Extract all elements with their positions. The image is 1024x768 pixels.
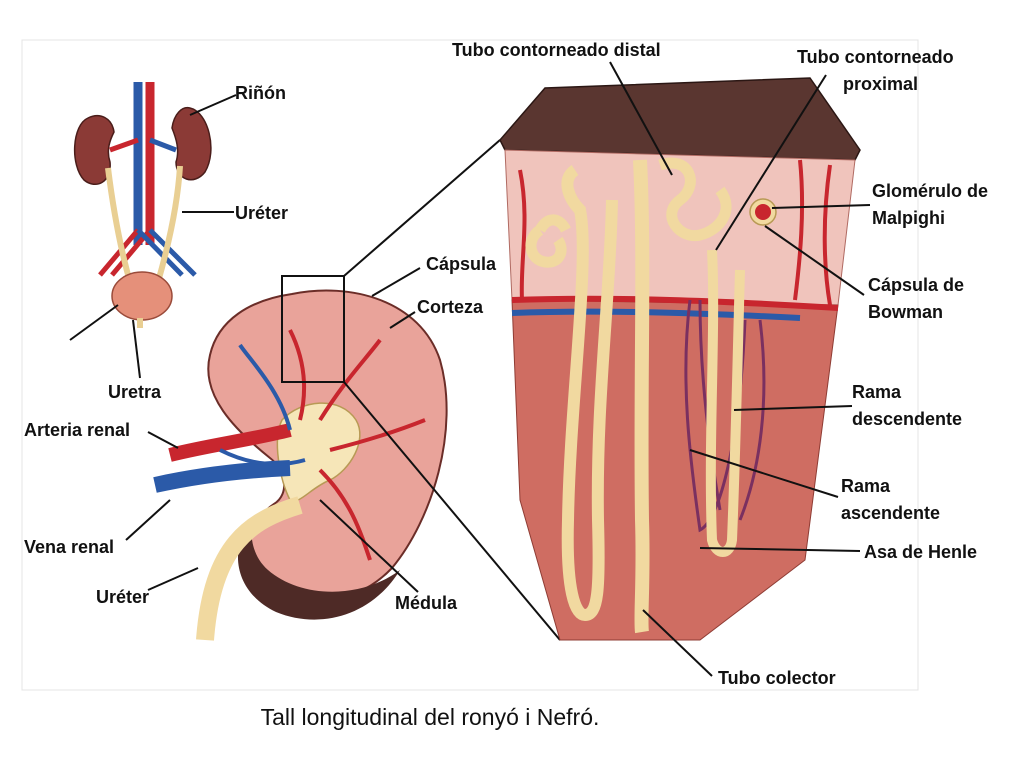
label-tubo-colector: Tubo colector: [718, 668, 836, 688]
label-rama-desc-line2: descendente: [852, 409, 962, 429]
arcuate-artery: [511, 295, 839, 311]
label-bowman-line2: Bowman: [868, 302, 943, 322]
right-kidney-shape: [171, 106, 212, 181]
kidney-leader-lines: [125, 267, 421, 593]
label-rama-asc-line2: ascendente: [841, 503, 940, 523]
label-tubo-distal: Tubo contorneado distal: [452, 40, 661, 60]
arcuate-vein: [511, 308, 801, 321]
label-asa-henle: Asa de Henle: [864, 542, 977, 562]
interlobular-arteries: [518, 159, 832, 306]
nephron-block-illustration: [499, 77, 861, 641]
left-kidney-shape: [73, 114, 115, 185]
renal-vein-tube: [153, 460, 291, 493]
kidney-ureter-tube: [196, 496, 303, 641]
distal-convoluted-tubule: [525, 214, 571, 268]
label-ureter-bottom: Uréter: [96, 587, 149, 607]
zoom-line-top: [343, 139, 501, 277]
loop-tubule-left: [561, 165, 618, 622]
labels: Riñón Uréter Uretra Arteria renal Vena r…: [24, 40, 988, 688]
kidney-section-illustration: [153, 289, 448, 641]
label-tubo-proximal-line1: Tubo contorneado: [797, 47, 954, 67]
ureter-right-tube: [155, 165, 183, 283]
zoom-line-bottom: [343, 381, 561, 641]
glomerulus-shape: [755, 204, 771, 220]
segmental-veins: [219, 343, 306, 467]
label-arteria-renal: Arteria renal: [24, 420, 130, 440]
bladder-shape: [111, 271, 173, 321]
label-medula: Médula: [395, 593, 458, 613]
segmental-vessels: [288, 329, 426, 561]
label-glomerulo-line1: Glomérulo de: [872, 181, 988, 201]
renal-artery-tube: [168, 423, 292, 462]
kidney-lower-pole-shadow: [237, 520, 400, 620]
iliac-right: [136, 228, 197, 277]
label-rama-asc-line1: Rama: [841, 476, 891, 496]
renal-vessels-right: [149, 137, 177, 153]
urinary-system-illustration: [73, 82, 212, 328]
ureter-left-tube: [105, 167, 133, 283]
loop-of-henle-tube: [705, 249, 745, 557]
label-vena-renal: Vena renal: [24, 537, 114, 557]
zoom-indicator: [281, 139, 561, 641]
cortex-top-surface: [499, 77, 861, 161]
label-glomerulo-line2: Malpighi: [872, 208, 945, 228]
nephron-leader-lines: [609, 61, 871, 677]
label-ureter-top: Uréter: [235, 203, 288, 223]
label-bowman-line1: Cápsula de: [868, 275, 964, 295]
label-corteza: Corteza: [417, 297, 484, 317]
label-tubo-proximal-line2: proximal: [843, 74, 918, 94]
zoom-box: [281, 275, 345, 383]
proximal-convoluted-tubule: [658, 157, 732, 242]
label-uretra: Uretra: [108, 382, 162, 402]
renal-vessels-left: [109, 137, 139, 153]
label-rinon: Riñón: [235, 83, 286, 103]
figure-caption: Tall longitudinal del ronyó i Nefró.: [260, 704, 600, 730]
label-capsula: Cápsula: [426, 254, 497, 274]
collecting-duct-tube: [633, 159, 650, 634]
label-rama-desc-line1: Rama: [852, 382, 902, 402]
urinary-leader-lines: [69, 94, 237, 379]
